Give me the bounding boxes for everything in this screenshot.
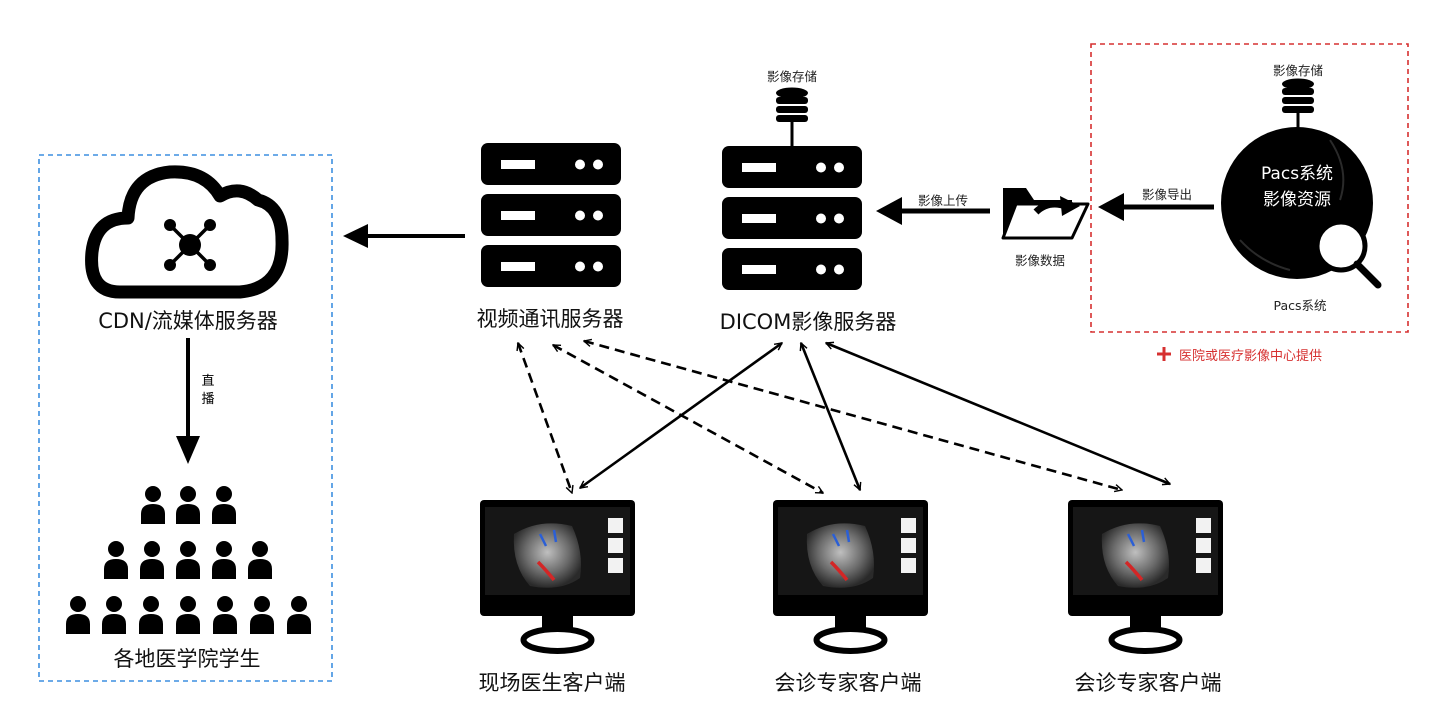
pacs-system-label: Pacs系统 [1273,298,1327,313]
client-monitor-icon-2 [773,500,928,651]
client-monitor-icon-3 [1068,500,1223,651]
video-server-label: 视频通讯服务器 [476,307,624,331]
students-crowd-icon [66,486,311,634]
data-label: 影像数据 [1014,253,1066,268]
upload-arrow [876,197,990,225]
export-label: 影像导出 [1141,187,1193,202]
video-server-icon [481,143,621,287]
dicom-storage-icon [776,87,808,146]
streaming-zone-border [38,154,333,682]
client-label-2: 会诊专家客户端 [774,671,922,695]
export-arrow [1098,193,1214,221]
folder-icon [1001,188,1090,240]
provider-note: 医院或医疗影像中心提供 [1179,349,1323,364]
cloud-network-icon [85,165,289,299]
red-plus-icon [1157,347,1171,361]
video-to-cdn-arrow [343,224,465,248]
pacs-globe-line2: 影像资源 [1263,190,1331,210]
pacs-zone-border [1090,43,1409,333]
client-label-1: 现场医生客户端 [478,671,626,695]
dicom-server-label: DICOM影像服务器 [719,310,897,334]
upload-label: 影像上传 [917,193,969,208]
pacs-storage-label: 影像存储 [1272,63,1324,78]
pacs-globe-icon [1221,127,1382,289]
students-label: 各地医学院学生 [113,647,261,671]
client-monitor-icon-1 [480,500,635,651]
client-label-3: 会诊专家客户端 [1074,671,1222,695]
connection-lines [518,341,1170,493]
dicom-storage-label: 影像存储 [766,69,818,84]
pacs-storage-icon [1282,78,1314,132]
cdn-server-label: CDN/流媒体服务器 [98,309,278,333]
dicom-server-icon [722,146,862,290]
live-arrow [176,338,200,464]
live-label: 直播 [201,374,215,407]
pacs-globe-line1: Pacs系统 [1260,164,1334,184]
